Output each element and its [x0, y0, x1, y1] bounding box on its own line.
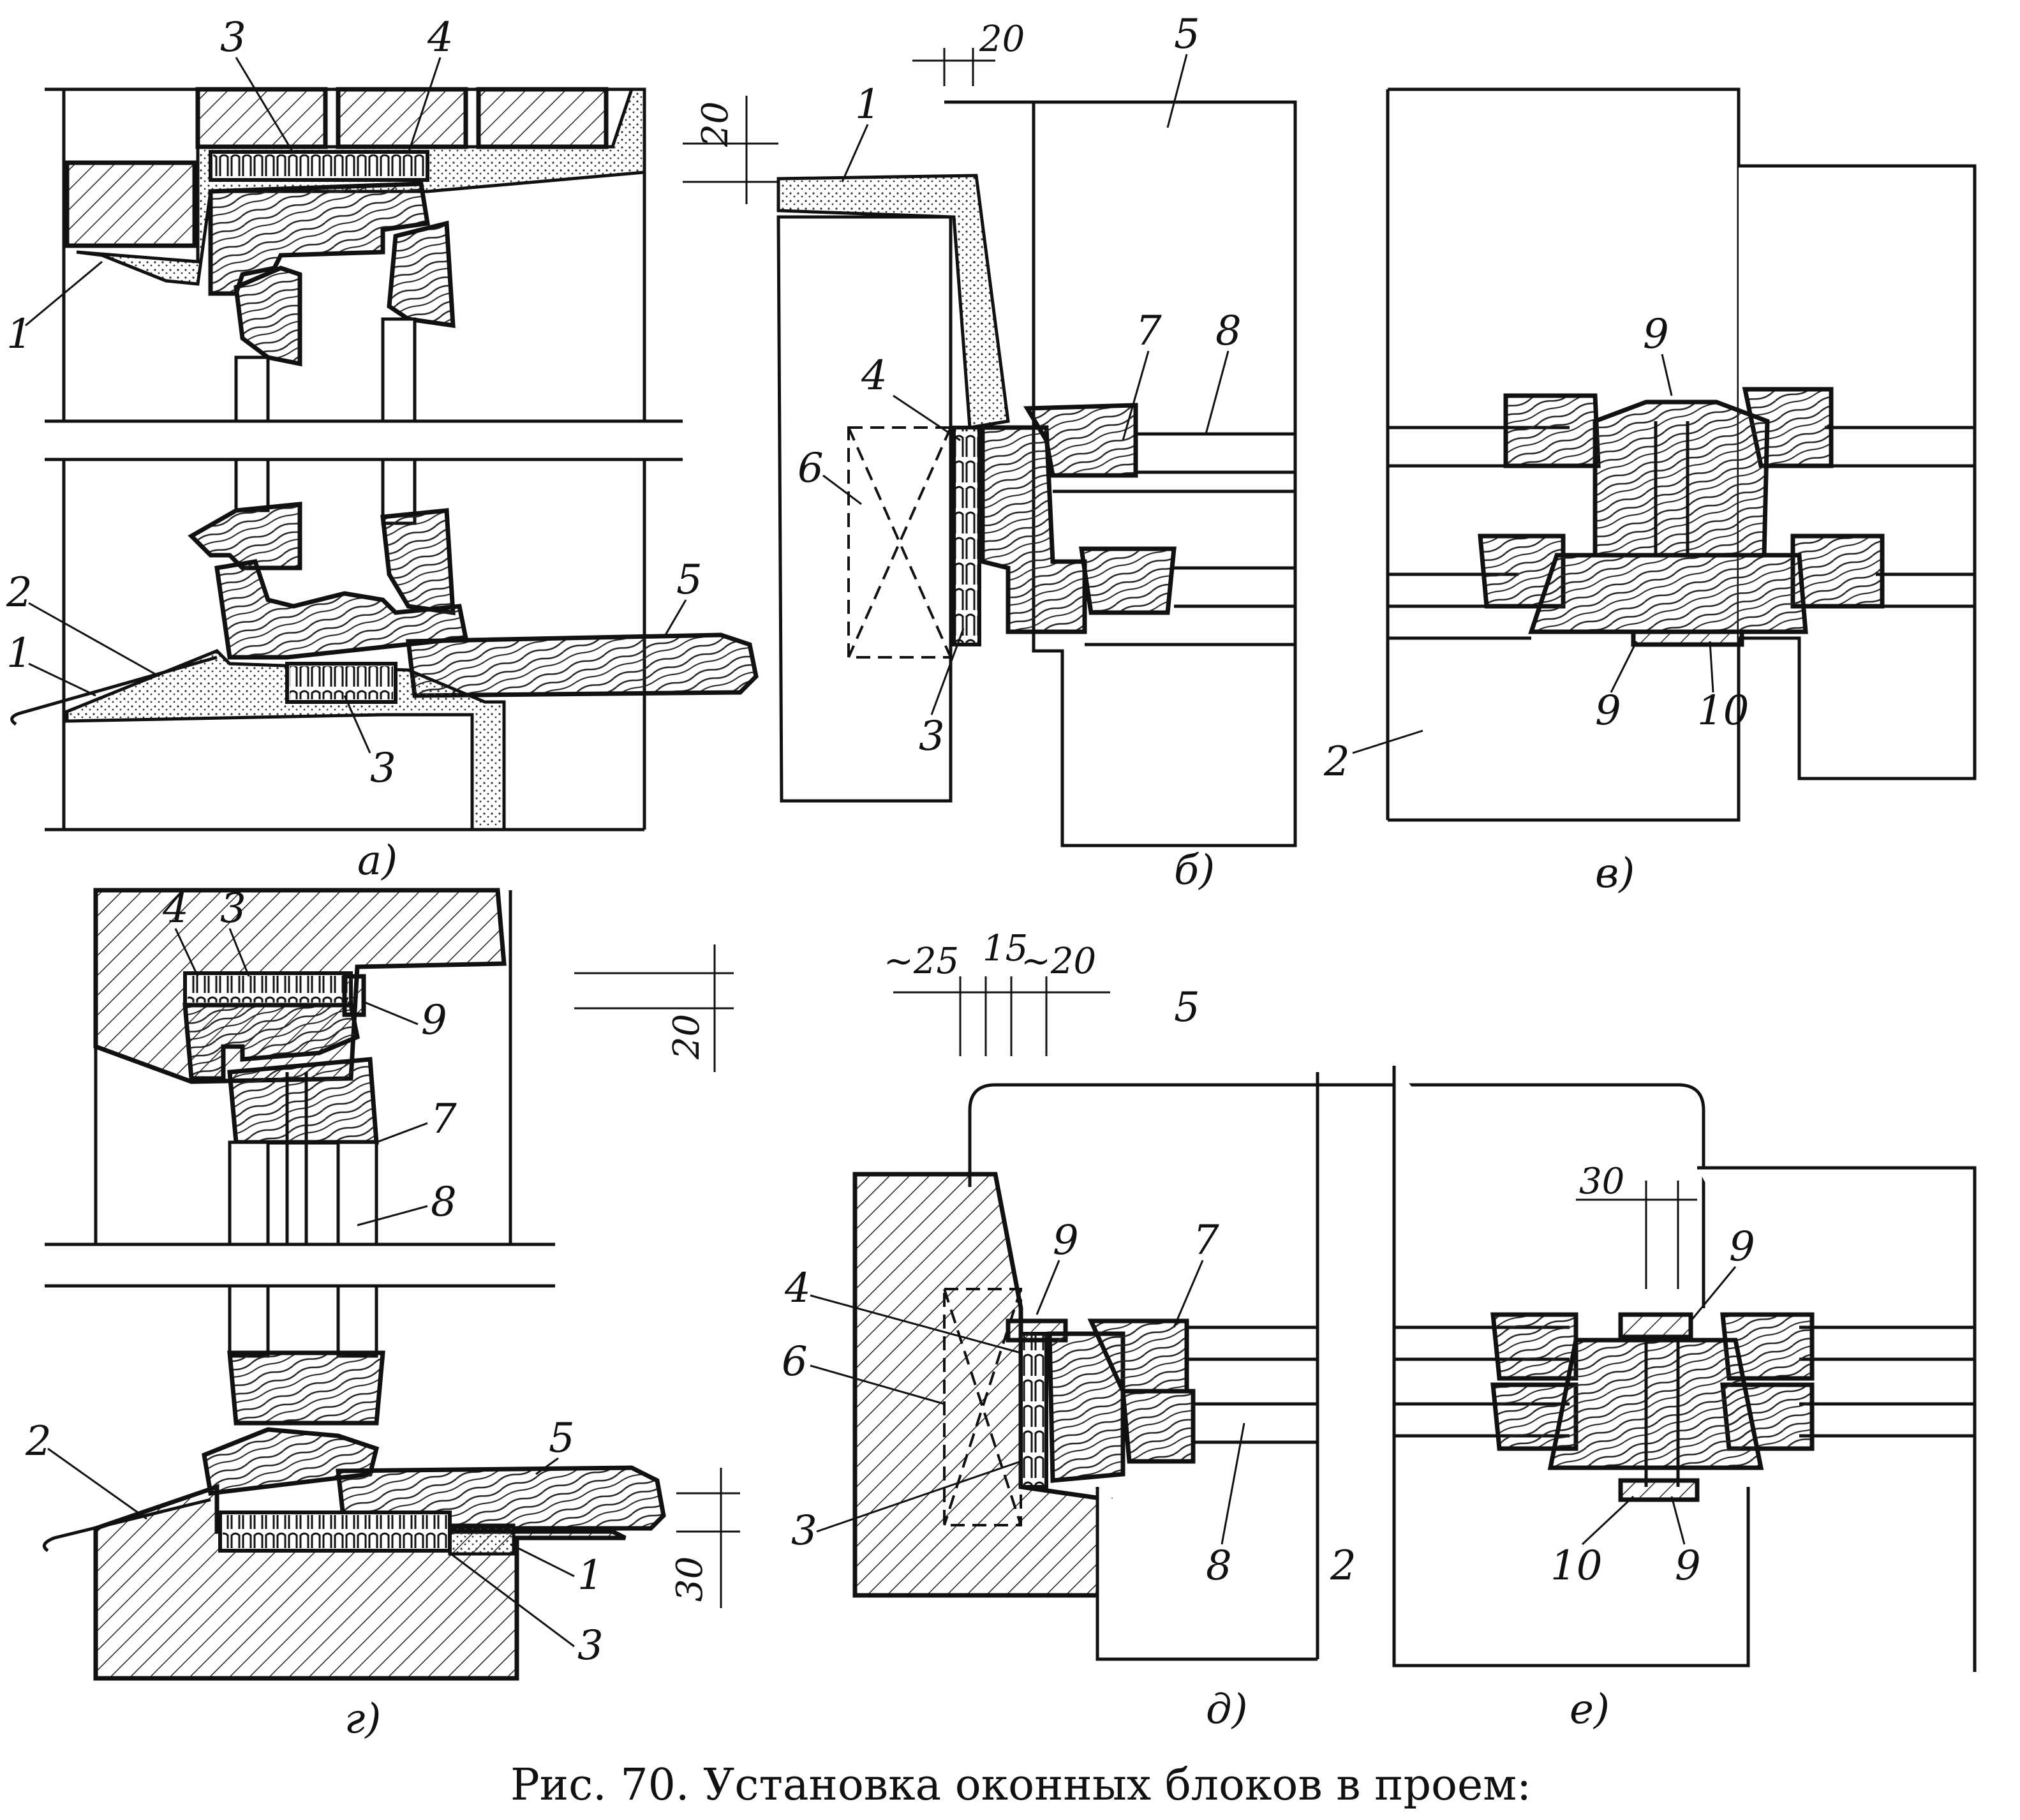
- callout-4: 4: [784, 1265, 811, 1312]
- callout-6: 6: [798, 445, 824, 492]
- callout-7: 7: [1193, 1217, 1219, 1264]
- subfigure-v: 9 9 10 2 в): [1323, 87, 1977, 897]
- callout-1: 1: [577, 1552, 604, 1599]
- callout-5: 5: [1174, 11, 1200, 58]
- subfigure-e-label: е): [1570, 1686, 1610, 1733]
- callout-2: 2: [1330, 1542, 1356, 1590]
- callout-3: 3: [919, 713, 945, 760]
- callout-1b: 1: [6, 630, 33, 677]
- dim-25: ~25: [884, 941, 959, 982]
- callout-9: 9: [1729, 1223, 1755, 1271]
- subfigure-d: ~25 15 ~20 5 9 7 4 6 3 8 2 д): [782, 928, 1705, 1733]
- callout-9: 9: [1053, 1217, 1079, 1264]
- dim-30-e: 30: [1579, 1161, 1624, 1202]
- callout-2: 2: [1323, 738, 1350, 786]
- callout-5: 5: [676, 556, 702, 604]
- dim-20-vertical: 20: [695, 101, 736, 147]
- callout-7: 7: [431, 1096, 457, 1143]
- callout-1: 1: [855, 81, 881, 128]
- callout-5: 5: [1174, 984, 1200, 1031]
- subfigure-v-label: в): [1595, 850, 1635, 897]
- subfigure-e: 30 9 10 9 е): [1392, 1066, 1977, 1733]
- subfigure-b-label: б): [1174, 847, 1215, 894]
- figure-caption: Рис. 70. Установка оконных блоков в прое…: [510, 1760, 1531, 1810]
- callout-3: 3: [220, 14, 246, 61]
- subfigure-b: 20 20 1 5 4 6 3 7 8 б): [683, 11, 1297, 894]
- callout-9: 9: [421, 997, 447, 1044]
- subfigure-g-label: г): [345, 1696, 381, 1743]
- callout-10: 10: [1550, 1542, 1602, 1590]
- subfigure-a: 3 4 1 2 1 5 3 а): [6, 14, 759, 884]
- callout-2: 2: [25, 1418, 52, 1465]
- callout-7: 7: [1136, 308, 1162, 355]
- subfigure-d-label: д): [1206, 1686, 1248, 1733]
- dim-30-g: 30: [669, 1556, 711, 1602]
- callout-4: 4: [162, 885, 189, 932]
- callout-6: 6: [782, 1338, 808, 1385]
- callout-4: 4: [861, 352, 887, 399]
- callout-10: 10: [1697, 687, 1749, 735]
- callout-4: 4: [427, 14, 454, 61]
- callout-5: 5: [549, 1415, 575, 1462]
- subfigure-g: 20 30 4 3 9 7 8 2 5 1 3 г): [25, 885, 740, 1743]
- callout-9b: 9: [1595, 687, 1621, 735]
- callout-1: 1: [6, 311, 33, 358]
- dim-20-top: 20: [979, 19, 1025, 60]
- callout-8: 8: [1206, 1542, 1232, 1590]
- callout-3b: 3: [370, 745, 396, 792]
- callout-2: 2: [6, 569, 33, 616]
- dim-20-d: ~20: [1021, 941, 1096, 982]
- dim-15: 15: [983, 928, 1028, 969]
- callout-3b: 3: [577, 1622, 604, 1669]
- callout-3: 3: [220, 885, 246, 932]
- callout-9: 9: [1643, 311, 1669, 358]
- callout-8: 8: [1215, 308, 1242, 355]
- callout-8: 8: [431, 1179, 457, 1226]
- subfigure-a-label: а): [357, 837, 397, 884]
- callout-9b: 9: [1675, 1542, 1701, 1590]
- callout-3: 3: [791, 1507, 817, 1555]
- dim-20-g: 20: [666, 1014, 708, 1060]
